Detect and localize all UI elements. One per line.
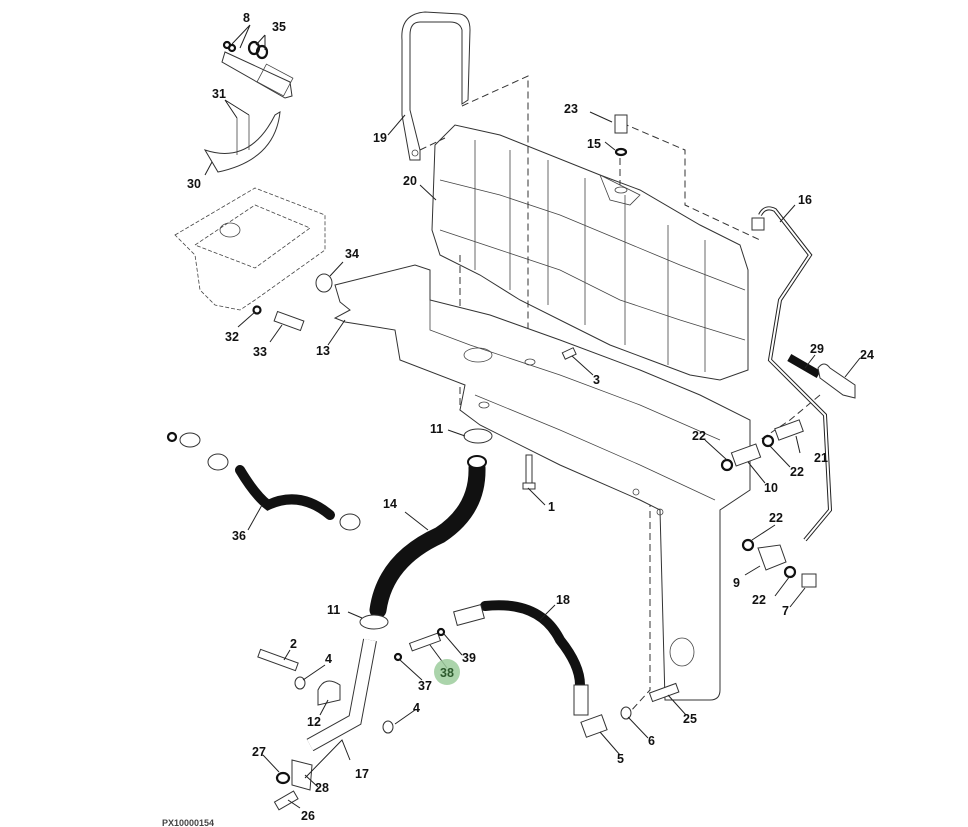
callout-31[interactable]: 31 xyxy=(212,87,226,101)
callout-15[interactable]: 15 xyxy=(587,137,601,151)
callout-19[interactable]: 19 xyxy=(373,131,387,145)
callouts: 8 35 31 30 34 32 33 13 19 20 23 15 16 3 … xyxy=(187,11,874,823)
hose-18-end-fitting xyxy=(573,684,589,716)
callout-35[interactable]: 35 xyxy=(272,20,286,34)
callout-2[interactable]: 2 xyxy=(290,637,297,651)
small-hardware xyxy=(166,114,856,811)
callout-38[interactable]: 38 xyxy=(440,666,454,680)
callout-27[interactable]: 27 xyxy=(252,745,266,759)
callout-37[interactable]: 37 xyxy=(418,679,432,693)
callout-33[interactable]: 33 xyxy=(253,345,267,359)
line-nut xyxy=(751,217,765,231)
callout-9[interactable]: 9 xyxy=(733,576,740,590)
callout-24[interactable]: 24 xyxy=(860,348,874,362)
fuel-tank xyxy=(431,124,749,381)
callout-16[interactable]: 16 xyxy=(798,193,812,207)
callout-7[interactable]: 7 xyxy=(782,604,789,618)
tank-mounting-bracket xyxy=(333,264,751,701)
callout-highlight xyxy=(434,659,460,685)
hose-18 xyxy=(480,600,585,690)
callout-22-b[interactable]: 22 xyxy=(790,465,804,479)
callout-14[interactable]: 14 xyxy=(383,497,397,511)
callout-13[interactable]: 13 xyxy=(316,344,330,358)
figure-id: PX10000154 xyxy=(162,818,214,827)
callout-36[interactable]: 36 xyxy=(232,529,246,543)
callout-11-top[interactable]: 11 xyxy=(430,422,443,436)
hose-14-end xyxy=(467,455,487,469)
callout-4-a[interactable]: 4 xyxy=(325,652,332,666)
hydraulic-housing xyxy=(174,187,326,311)
seals-and-rings xyxy=(222,40,333,332)
callout-4-b[interactable]: 4 xyxy=(413,701,420,715)
callout-34[interactable]: 34 xyxy=(345,247,359,261)
callout-5[interactable]: 5 xyxy=(617,752,624,766)
callout-21[interactable]: 21 xyxy=(814,451,828,465)
callout-28[interactable]: 28 xyxy=(315,781,329,795)
callout-39[interactable]: 39 xyxy=(462,651,476,665)
hose-36 xyxy=(235,465,335,520)
callout-22-c[interactable]: 22 xyxy=(769,511,783,525)
callout-22-d[interactable]: 22 xyxy=(752,593,766,607)
shield-guard xyxy=(203,111,281,173)
callout-26[interactable]: 26 xyxy=(301,809,315,823)
hose-18-fitting xyxy=(453,604,485,626)
callout-29[interactable]: 29 xyxy=(810,342,824,356)
callout-6[interactable]: 6 xyxy=(648,734,655,748)
callout-30[interactable]: 30 xyxy=(187,177,201,191)
callout-8[interactable]: 8 xyxy=(243,11,250,25)
callout-12[interactable]: 12 xyxy=(307,715,321,729)
callout-23[interactable]: 23 xyxy=(564,102,578,116)
callout-3[interactable]: 3 xyxy=(593,373,600,387)
callout-11-bottom[interactable]: 11 xyxy=(327,603,340,617)
callout-18[interactable]: 18 xyxy=(556,593,570,607)
leader-lines xyxy=(204,24,861,809)
callout-32[interactable]: 32 xyxy=(225,330,239,344)
callout-20[interactable]: 20 xyxy=(403,174,417,188)
hose-14 xyxy=(369,459,486,619)
tank-strap xyxy=(401,11,471,161)
callout-22-a[interactable]: 22 xyxy=(692,429,706,443)
coupler-shaft xyxy=(221,51,294,99)
callout-25[interactable]: 25 xyxy=(683,712,697,726)
callout-10[interactable]: 10 xyxy=(764,481,778,495)
callout-17[interactable]: 17 xyxy=(355,767,369,781)
callout-1[interactable]: 1 xyxy=(548,500,555,514)
